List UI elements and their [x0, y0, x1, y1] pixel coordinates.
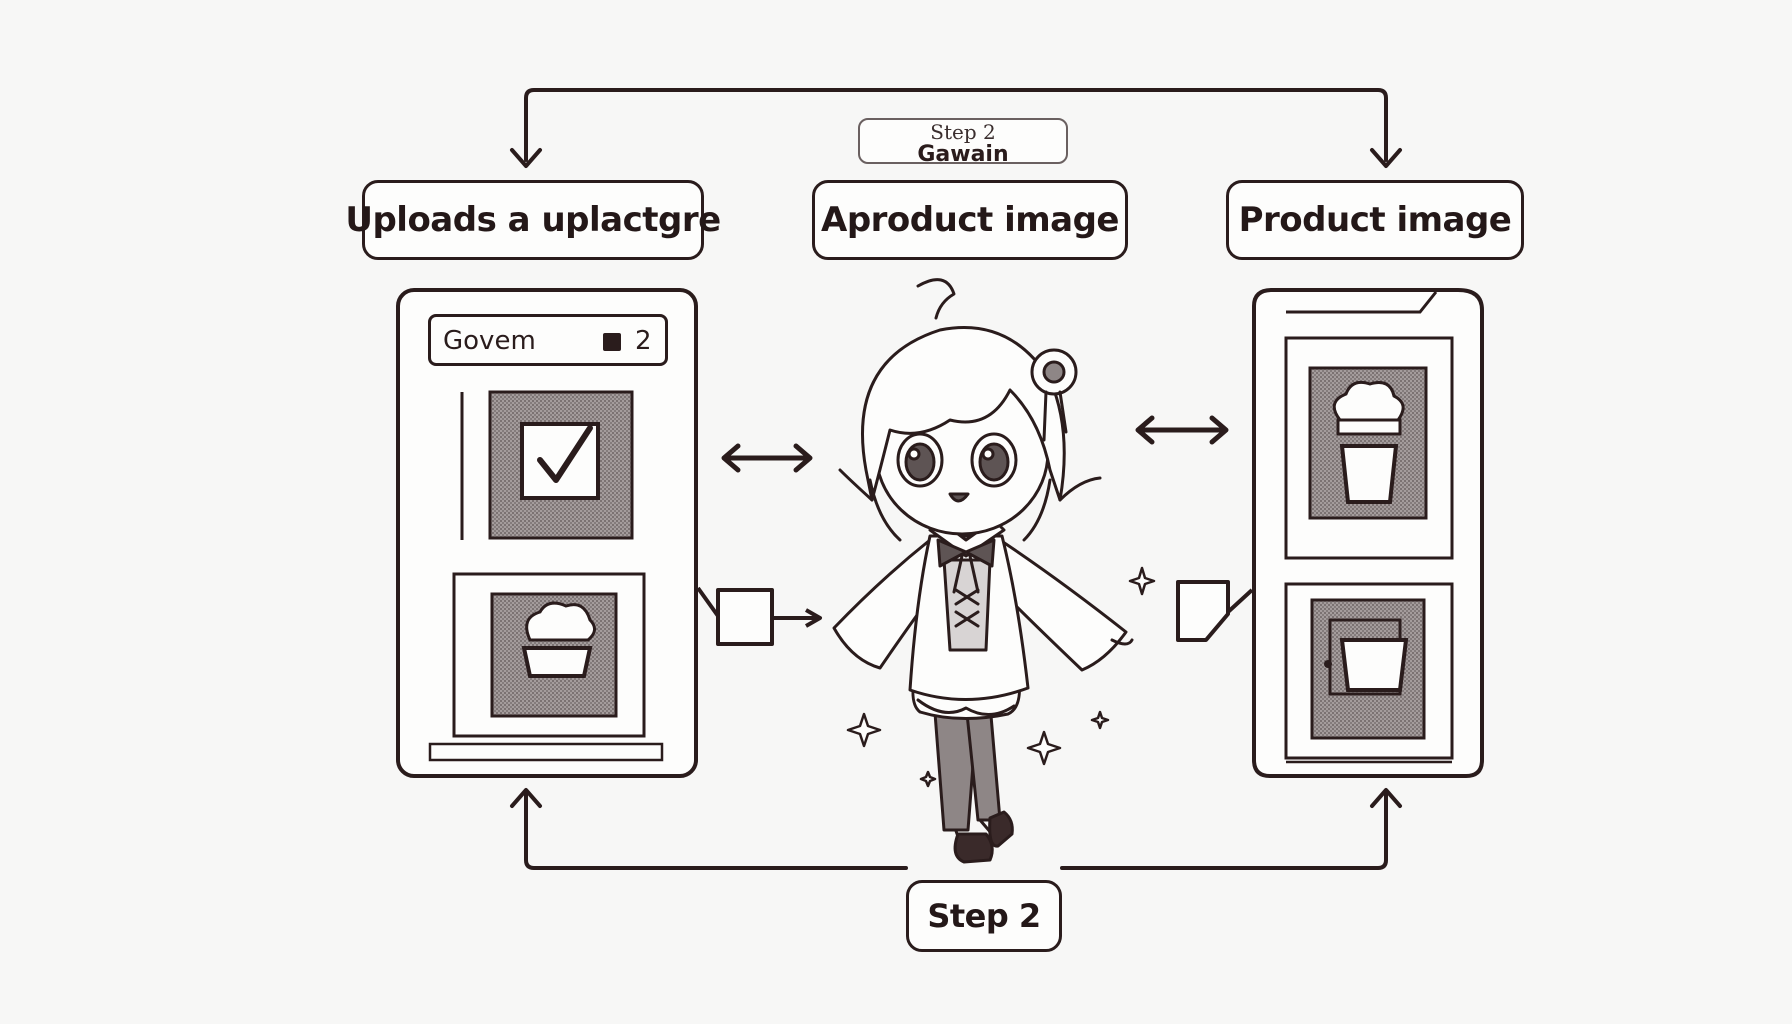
upload-label: Uploads a uplactgre: [345, 180, 721, 260]
step-label-top: Step 2 Gawain: [858, 118, 1068, 167]
product-image-label-right: Product image: [1226, 180, 1524, 260]
step-label-top-line1: Step 2: [930, 120, 996, 144]
cupcake-image-right-top: [1308, 366, 1428, 520]
top-loop-connector: [510, 88, 1402, 168]
bottom-loop-connector: [510, 788, 1402, 870]
chibi-character: [832, 278, 1134, 864]
bow: [936, 538, 996, 568]
checkbox-icon: [537, 425, 593, 483]
arrow-left-right-icon: [1135, 415, 1229, 445]
cupcake-icon: [525, 601, 596, 642]
left-panel-title: Govem: [443, 326, 536, 356]
cupcake-image-left: [490, 592, 618, 718]
pot-icon: [1339, 638, 1409, 692]
cupcake-icon: [1332, 380, 1405, 422]
step-label-bottom: Step 2: [906, 880, 1062, 952]
app-icon: [603, 333, 621, 351]
left-connector: [696, 586, 822, 646]
left-panel-number: 2: [635, 326, 652, 356]
shoe: [988, 810, 1014, 848]
checkbox-image: [488, 390, 634, 540]
arrow-left-right-icon: [721, 443, 813, 473]
step-label-top-line2: Gawain: [917, 142, 1009, 167]
product-image-label-middle: Aproduct image: [812, 180, 1128, 260]
left-panel-title-bar: Govem 2: [428, 314, 668, 366]
shoe: [953, 832, 994, 864]
sparkle-icon: [846, 566, 1156, 788]
pot-image-right-bottom: [1310, 598, 1426, 740]
right-connector: [1176, 580, 1254, 642]
